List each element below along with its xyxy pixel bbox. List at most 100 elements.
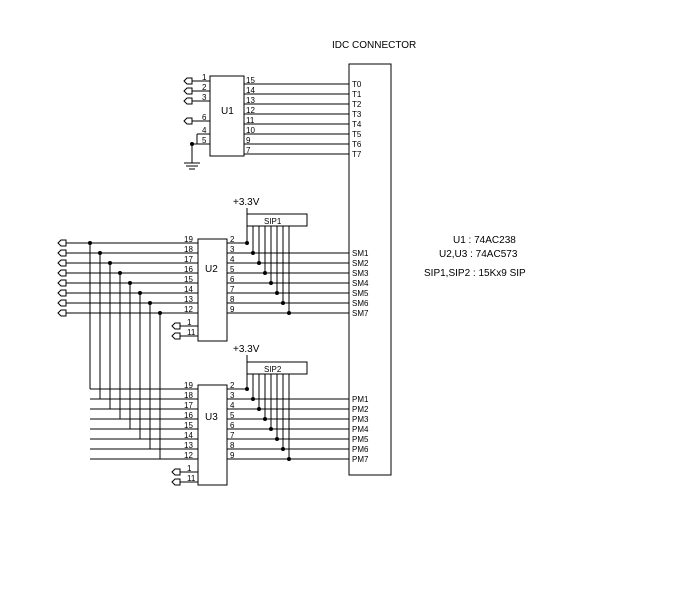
u3-pin-number: 4 [230,401,235,410]
u1-input-port [183,87,193,95]
connector-signal-label: PM3 [352,415,369,424]
u3-pin-number: 9 [230,451,235,460]
u2-pin-number: 11 [187,328,196,337]
junction-dot [287,457,291,461]
note-sip: SIP1,SIP2 : 15Kx9 SIP [424,268,526,279]
u3-label: U3 [205,412,218,423]
u3-pin-number: 6 [230,421,235,430]
connector-signal-label: PM5 [352,435,369,444]
connector-signal-label: T5 [352,130,362,139]
bus-input-port [57,259,67,267]
u1-pin-number: 2 [202,83,207,92]
connector-signal-label: SM5 [352,289,369,298]
u3-pin-number: 1 [187,464,192,473]
u2-pin-number: 14 [184,285,193,294]
connector-signal-label: T0 [352,80,362,89]
junction-dot [281,301,285,305]
u2-pin-number: 17 [184,255,193,264]
u1-pin-number: 4 [202,126,207,135]
u2-pin-number: 2 [230,235,235,244]
sip2-label: SIP2 [264,365,282,374]
bus-input-port [57,299,67,307]
bus-input-port [57,309,67,317]
u1-input-port [183,117,193,125]
u1-pin-number: 9 [246,136,251,145]
u2-label: U2 [205,264,218,275]
connector-signal-label: SM1 [352,249,369,258]
u2-pin-number: 15 [184,275,193,284]
connector-signal-label: T1 [352,90,362,99]
junction-dot [257,261,261,265]
u3-pin-number: 15 [184,421,193,430]
u2-pin-number: 19 [184,235,193,244]
sip1-label: SIP1 [264,217,282,226]
junction-dot [275,437,279,441]
bus-input-port [57,279,67,287]
u2-body [197,238,228,342]
sip2-group: +3.3V SIP2 [233,344,308,459]
junction-dot [245,241,249,245]
u1-input-port [183,97,193,105]
connector-signal-label: PM6 [352,445,369,454]
note-u2-u3: U2,U3 : 74AC573 [439,249,518,260]
connector-signal-label: SM4 [352,279,369,288]
u2-pin-number: 1 [187,318,192,327]
u3-pin-number: 5 [230,411,235,420]
sip1-group: +3.3V SIP1 [233,197,308,313]
u2-pin-number: 4 [230,255,235,264]
junction-dot [251,397,255,401]
u2-pin-number: 7 [230,285,235,294]
u3-pin-number: 17 [184,401,193,410]
connector-signal-label: SM7 [352,309,369,318]
u3-control-port [171,478,181,486]
junction-dot [263,417,267,421]
u1-label: U1 [221,106,234,117]
u1-pin-number: 7 [246,146,251,155]
bus-input-port [57,289,67,297]
junction-dot [257,407,261,411]
u2-pin-number: 8 [230,295,235,304]
idc-connector-title: IDC CONNECTOR [332,40,416,51]
bus-input-port [57,269,67,277]
u3-pin-number: 12 [184,451,193,460]
connector-signal-label: PM1 [352,395,369,404]
u3-pin-number: 11 [187,474,196,483]
u3-control-port [171,468,181,476]
u3-pin-number: 2 [230,381,235,390]
u3-pin-number: 19 [184,381,193,390]
u3-pin-number: 14 [184,431,193,440]
idc-connector-body [348,63,392,476]
u3-body [197,384,228,486]
u2-pin-number: 13 [184,295,193,304]
u3-pin-number: 3 [230,391,235,400]
junction-dot [190,142,194,146]
connector-signal-label: SM6 [352,299,369,308]
connector-signal-label: PM7 [352,455,369,464]
junction-dot [269,281,273,285]
junction-dot [281,447,285,451]
u2-pin-number: 5 [230,265,235,274]
sip1-supply: +3.3V [233,197,260,208]
u3-pin-number: 8 [230,441,235,450]
connector-signal-label: T3 [352,110,362,119]
connector-signal-label: T2 [352,100,362,109]
junction-dot [275,291,279,295]
u3-pin-number: 7 [230,431,235,440]
u1-pin-number: 5 [202,136,207,145]
u1-input-port [183,77,193,85]
u1-pin-number: 6 [202,113,207,122]
u3-pin-number: 13 [184,441,193,450]
u1-pin-number: 11 [246,116,255,125]
u2-pin-number: 9 [230,305,235,314]
junction-dot [245,387,249,391]
u3-pin-number: 16 [184,411,193,420]
bus-input-port [57,239,67,247]
u1-pin-number: 12 [246,106,255,115]
u2-pin-number: 12 [184,305,193,314]
connector-signal-label: PM2 [352,405,369,414]
u2-pin-number: 18 [184,245,193,254]
u1-pin-number: 1 [202,73,207,82]
